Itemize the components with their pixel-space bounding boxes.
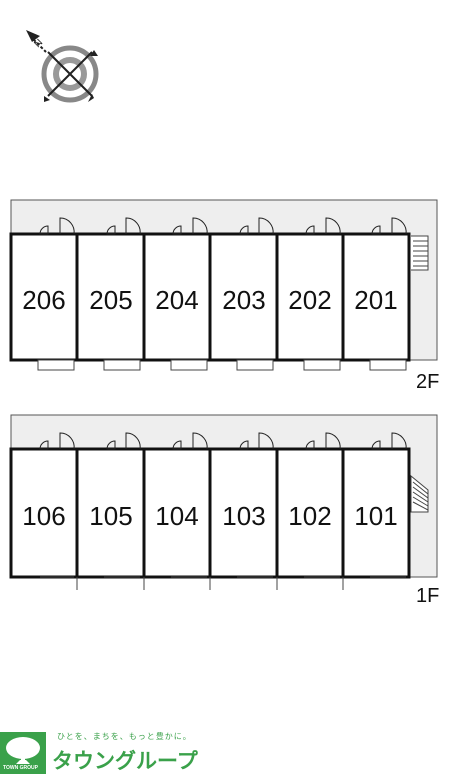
- balconies-2f: [37, 359, 407, 371]
- brand-name: タウングループ: [52, 750, 198, 773]
- unit-101: 101: [354, 501, 398, 531]
- unit-205: 205: [89, 285, 133, 315]
- unit-204: 204: [155, 285, 199, 315]
- unit-206: 206: [22, 285, 66, 315]
- company-logo: TOWN GROUP: [0, 722, 451, 774]
- unit-104: 104: [155, 501, 199, 531]
- stairs-2f: [411, 235, 429, 271]
- floor-label-1f: 1F: [416, 585, 440, 607]
- brand-english: TOWN GROUP: [3, 765, 38, 771]
- floor-1f-plan: [9, 414, 438, 590]
- unit-203: 203: [222, 285, 266, 315]
- units-1f: [9, 447, 411, 579]
- tree-logo-icon: [0, 732, 46, 774]
- unit-106: 106: [22, 501, 66, 531]
- compass-north-icon: N: [26, 30, 99, 103]
- unit-105: 105: [89, 501, 133, 531]
- brand-tagline: ひとを、まちを、もっと豊かに。: [57, 732, 192, 741]
- unit-103: 103: [222, 501, 266, 531]
- units-2f: [9, 232, 411, 362]
- unit-102: 102: [288, 501, 332, 531]
- stairs-1f: [410, 474, 429, 513]
- doors-1f: [39, 432, 407, 450]
- unit-201: 201: [354, 285, 398, 315]
- windows-1f: [40, 576, 406, 590]
- floor-label-2f: 2F: [416, 371, 440, 393]
- unit-202: 202: [288, 285, 332, 315]
- doors-2f: [39, 217, 407, 235]
- floor-2f-plan: [9, 199, 438, 371]
